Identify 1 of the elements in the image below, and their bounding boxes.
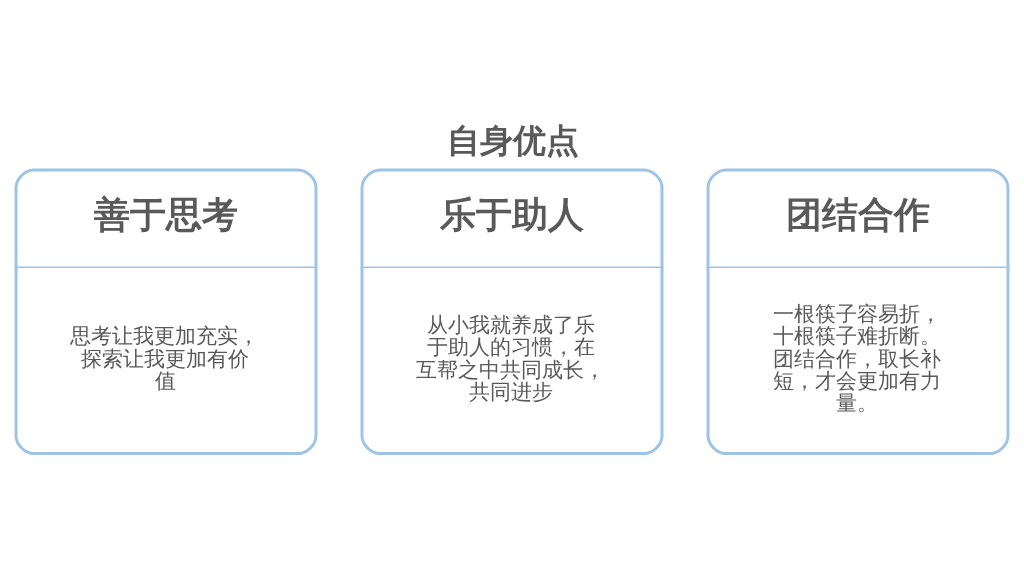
- diagram-title: 自身优点: [446, 121, 579, 160]
